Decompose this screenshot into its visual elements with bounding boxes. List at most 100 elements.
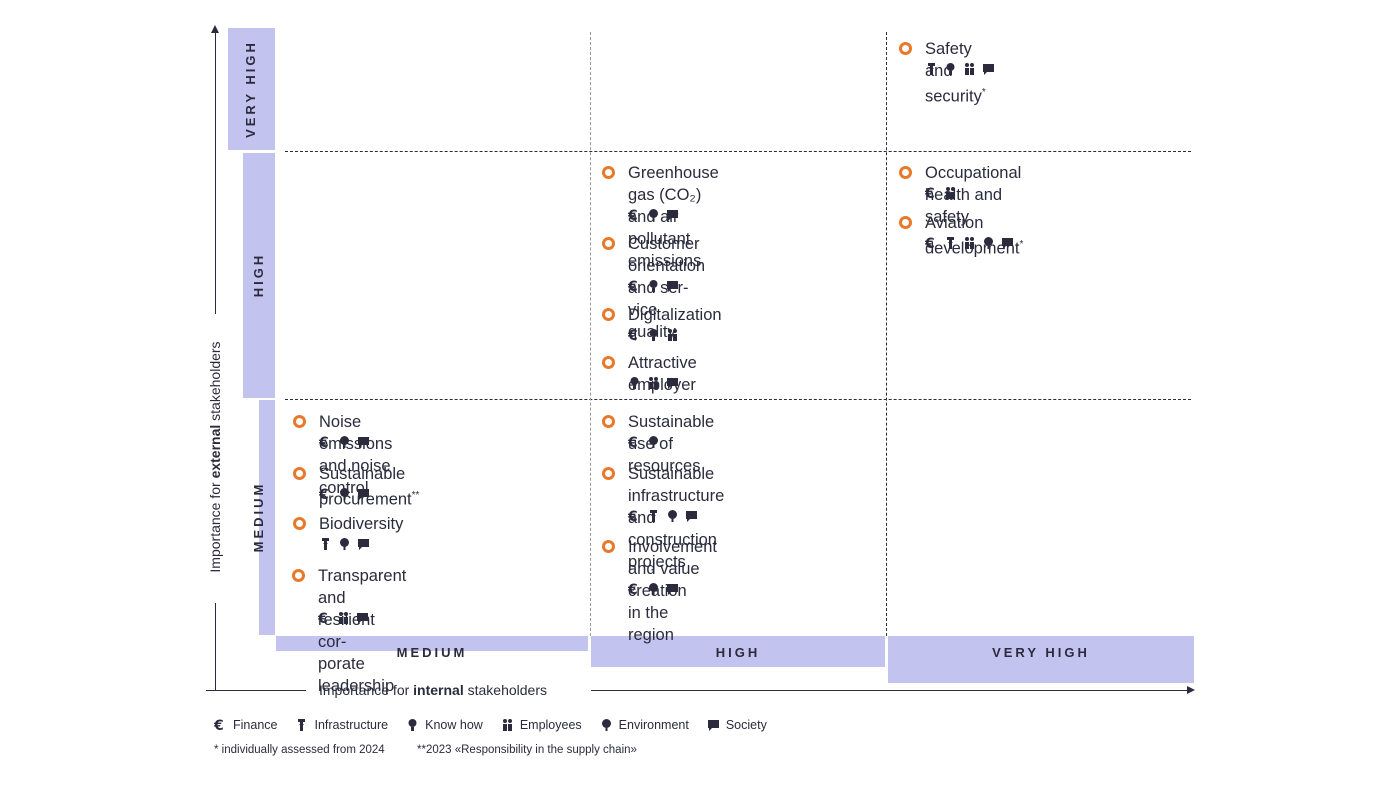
know-how-icon (647, 279, 660, 293)
environment-icon (600, 718, 613, 732)
legend-item: Employees (501, 718, 582, 732)
topic-name: Customer orientation and ser- vice quali… (628, 233, 705, 343)
bullet-icon (292, 569, 305, 582)
bullet-icon (899, 166, 912, 179)
bullet-icon (293, 467, 306, 480)
bullet-icon (899, 216, 912, 229)
infrastructure-icon (319, 537, 332, 551)
y-band-very-high (228, 28, 275, 150)
legend-item: Society (707, 718, 767, 732)
topic-stakeholder-icons: € (925, 185, 957, 201)
society-icon (1001, 236, 1014, 250)
y-axis-line-bottom (215, 603, 216, 691)
environment-icon (647, 208, 660, 222)
employees-icon (963, 62, 976, 76)
x-band-medium (276, 636, 588, 651)
y-axis-line-top (215, 30, 216, 314)
know-how-icon (944, 62, 957, 76)
footnote-single: * individually assessed from 2024 (214, 744, 385, 756)
finance-icon: € (214, 718, 227, 732)
svg-text:€: € (214, 718, 224, 732)
topic-stakeholder-icons (628, 375, 679, 391)
legend-label: Employees (519, 718, 582, 732)
topic-name: Involvement and value creation in the re… (628, 536, 717, 646)
topic-label: Greenhouse gas (CO₂) and air pollutant e… (628, 164, 719, 270)
topic-label: Attractive employer (628, 354, 697, 394)
topic-stakeholder-icons: € (628, 207, 679, 223)
topic-name: Safety and security* (925, 38, 986, 108)
topic-label: Biodiversity (319, 515, 404, 533)
topic-name: Sustainable use of resources (628, 411, 714, 477)
y-band-medium (259, 400, 275, 635)
bullet-icon (602, 308, 615, 321)
grid-line-row-1 (285, 151, 1191, 152)
topic-stakeholder-icons: € (319, 486, 370, 502)
bullet-icon (602, 467, 615, 480)
finance-icon: € (319, 435, 332, 449)
x-band-very-high (888, 636, 1194, 683)
topic-name: Attractive employer (628, 352, 697, 396)
finance-icon: € (628, 435, 641, 449)
topic-footnote-mark: ** (411, 490, 420, 501)
infrastructure-icon (295, 718, 308, 732)
topic-label: Safety and security (925, 40, 982, 106)
legend-label: Society (725, 718, 767, 732)
svg-text:€: € (925, 236, 935, 250)
grid-line-col-1 (590, 32, 591, 636)
topic-stakeholder-icons: € (628, 508, 698, 524)
topic-stakeholder-icons: € (628, 278, 679, 294)
finance-icon: € (319, 487, 332, 501)
infrastructure-icon (925, 62, 938, 76)
legend-item: Know how (406, 718, 483, 732)
topic-label: Noise emissions and noise control (319, 413, 393, 497)
environment-icon (338, 487, 351, 501)
bullet-icon (899, 42, 912, 55)
bullet-icon (293, 415, 306, 428)
x-label-very-high: VERY HIGH (992, 645, 1090, 660)
finance-icon: € (318, 611, 331, 625)
svg-text:€: € (628, 435, 638, 449)
grid-line-row-2 (285, 399, 1191, 400)
employees-icon (337, 611, 350, 625)
y-label-very-high: VERY HIGH (243, 40, 258, 138)
finance-icon: € (925, 236, 938, 250)
topic-footnote-mark: * (981, 87, 986, 98)
bullet-icon (602, 540, 615, 553)
employees-icon (501, 718, 514, 732)
environment-icon (666, 509, 679, 523)
y-label-medium: MEDIUM (251, 481, 266, 553)
environment-icon (647, 582, 660, 596)
svg-text:€: € (319, 435, 329, 449)
infrastructure-icon (647, 509, 660, 523)
environment-icon (982, 236, 995, 250)
y-label-high: HIGH (251, 252, 266, 298)
topic-name: Digitalization (628, 304, 722, 326)
society-icon (357, 435, 370, 449)
svg-text:€: € (925, 186, 935, 200)
y-axis-title: Importance for external stakeholders (207, 341, 223, 573)
society-icon (666, 582, 679, 596)
x-label-medium: MEDIUM (396, 645, 468, 660)
employees-icon (963, 236, 976, 250)
legend-item: Environment (600, 718, 689, 732)
y-axis-arrow-icon (211, 25, 219, 33)
finance-icon: € (628, 509, 641, 523)
svg-text:€: € (319, 487, 329, 501)
infrastructure-icon (944, 236, 957, 250)
topic-label: Sustainable use of resources (628, 413, 715, 475)
topic-label: Involvement and value creation in the re… (628, 538, 717, 644)
bullet-icon (602, 415, 615, 428)
legend-item: €Finance (214, 718, 277, 732)
svg-text:€: € (628, 208, 638, 222)
society-icon (666, 208, 679, 222)
topic-stakeholder-icons: € (318, 610, 369, 626)
finance-icon: € (628, 582, 641, 596)
know-how-icon (647, 328, 660, 342)
finance-icon: € (925, 186, 938, 200)
footnote-double: **2023 «Responsibility in the supply cha… (417, 744, 637, 756)
y-band-high (243, 153, 275, 398)
svg-text:€: € (318, 611, 328, 625)
finance-icon: € (628, 279, 641, 293)
topic-name: Sustainable infrastructure and construct… (628, 463, 724, 573)
